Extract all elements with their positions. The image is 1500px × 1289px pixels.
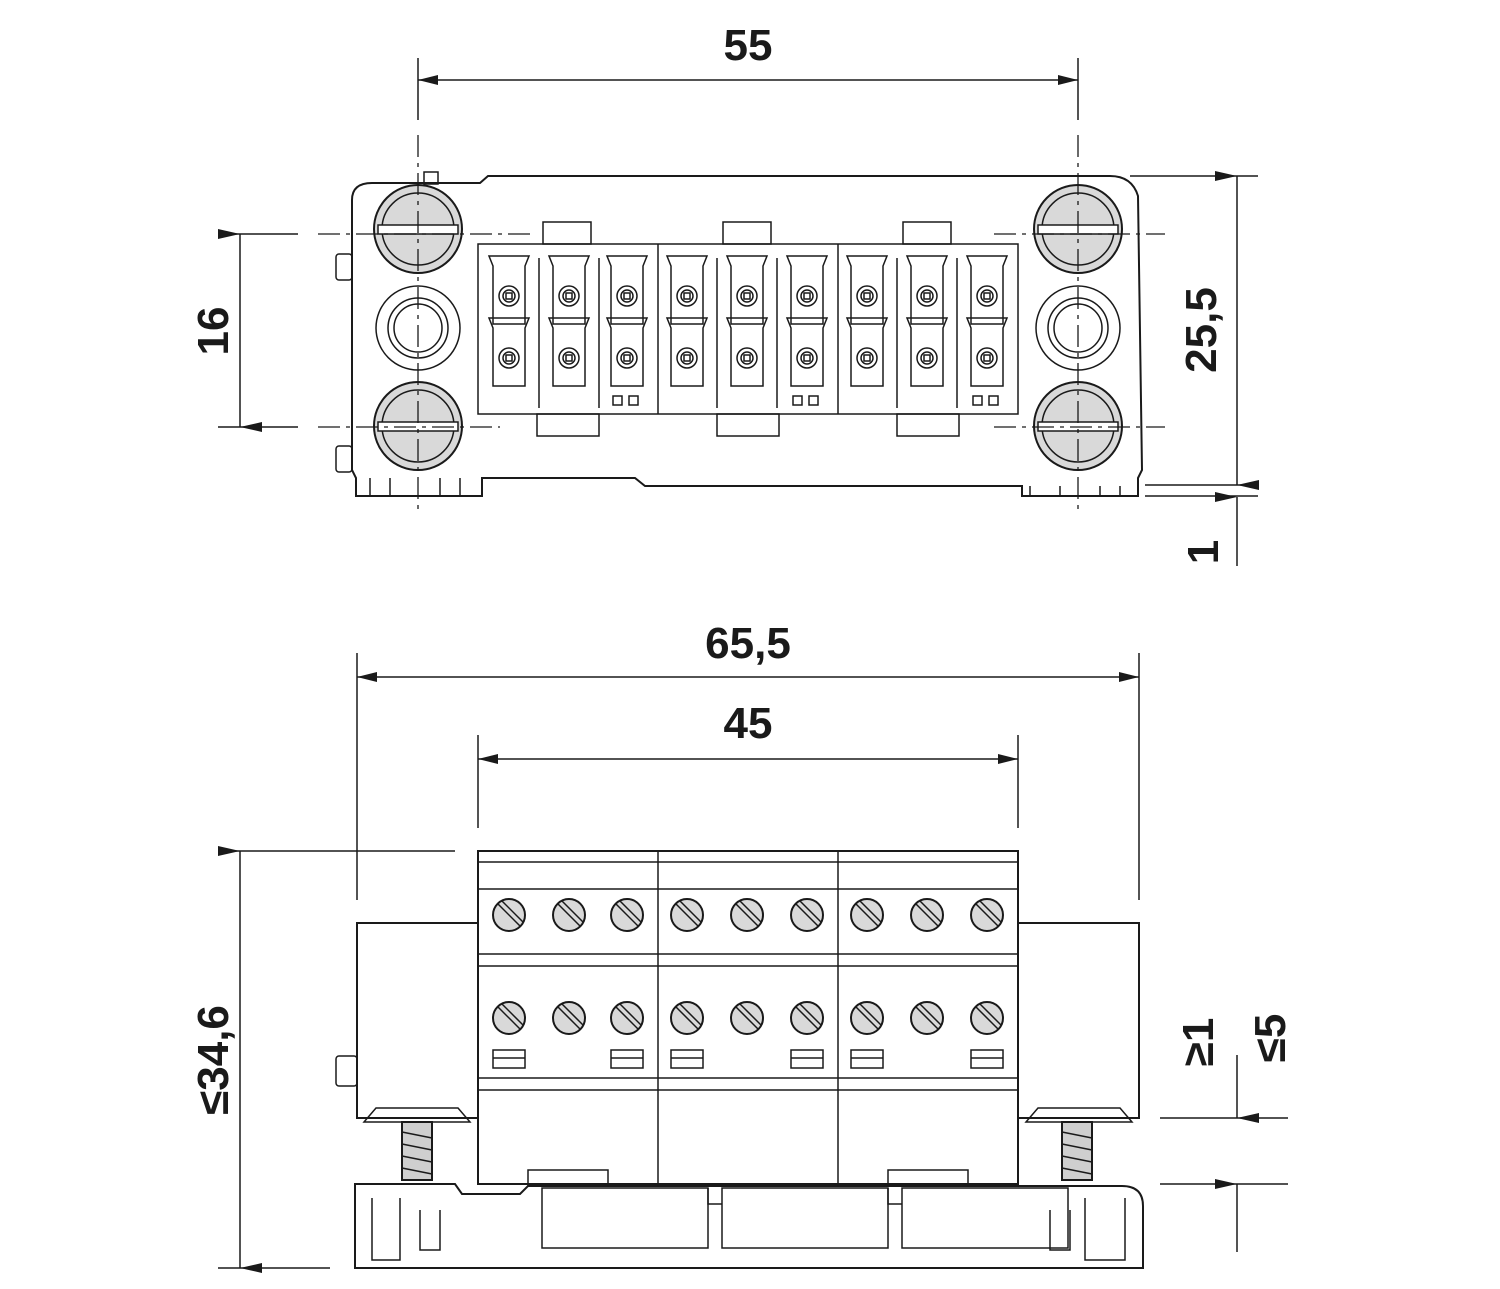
top-terminal-cell [487,317,531,387]
terminal-marker [988,395,999,406]
front-screw [670,1001,704,1035]
base-slot-2 [721,1187,889,1249]
base-slot-3 [901,1187,1069,1249]
top-terminal-cell [905,255,949,325]
front-screw [790,1001,824,1035]
top-clip-1 [542,221,592,245]
front-marker-slot [610,1049,644,1069]
front-screw [790,898,824,932]
dim-label-65-5: 65,5 [705,619,791,668]
terminal-marker [972,395,983,406]
front-screw [970,898,1004,932]
front-marker-slot [492,1049,526,1069]
front-screw [730,1001,764,1035]
top-clip-2 [722,221,772,245]
dim-label-16: 16 [189,307,238,356]
front-right-block [1017,922,1140,1119]
top-terminal-cell [965,317,1009,387]
top-terminal-cell [547,255,591,325]
bottom-foot-left [369,478,461,496]
dim-label-34-6: ≤34,6 [189,1005,238,1115]
front-screw [552,1001,586,1035]
din-rail-base [354,1183,1144,1269]
bottom-clip-2 [716,413,780,437]
bottom-clip-1 [536,413,600,437]
top-terminal-cell [965,255,1009,325]
top-terminal-cell [665,255,709,325]
dim-label-gap-max: ≤5 [1246,1014,1295,1063]
dim-label-25-5: 25,5 [1177,287,1226,373]
left-latch-lower [335,445,353,473]
top-terminal-cell [845,255,889,325]
front-screw [610,1001,644,1035]
dim-label-gap-min: ≥1 [1174,1018,1223,1067]
top-terminal-cell [845,317,889,387]
top-terminal-cell [605,255,649,325]
front-screw [552,898,586,932]
top-terminal-cell [785,255,829,325]
front-screw [670,898,704,932]
left-latch-upper [335,253,353,281]
top-terminal-cell [605,317,649,387]
dim-label-55: 55 [724,21,773,70]
front-view: 65,5 45 ≤34,6 ≥1 ≤5 [189,619,1295,1273]
front-screw [850,898,884,932]
terminal-marker [792,395,803,406]
front-marker-slot [850,1049,884,1069]
top-view: 55 16 25,5 1 [189,21,1259,566]
bottom-foot-right [1029,486,1121,496]
top-clip-3 [902,221,952,245]
front-screw [910,898,944,932]
front-screw [730,898,764,932]
front-screw [492,1001,526,1035]
top-terminal-cell [725,255,769,325]
terminal-marker [808,395,819,406]
dim-label-1: 1 [1179,540,1228,564]
top-terminal-cell [547,317,591,387]
bolt-right [1024,1107,1134,1181]
top-terminal-cell [785,317,829,387]
front-screw [850,1001,884,1035]
base-slot-1 [541,1187,709,1249]
front-marker-slot [790,1049,824,1069]
front-marker-slot [970,1049,1004,1069]
top-view-housing [351,175,1144,497]
bolt-left [362,1107,472,1181]
front-screw [910,1001,944,1035]
terminal-marker [628,395,639,406]
front-screw [970,1001,1004,1035]
front-marker-slot [670,1049,704,1069]
top-view-tab [423,171,439,185]
top-terminal-cell [665,317,709,387]
bottom-clip-3 [896,413,960,437]
base-clip-1 [527,1169,609,1187]
front-screw [610,898,644,932]
front-screw [492,898,526,932]
front-left-block [356,922,479,1119]
front-left-latch [335,1055,358,1087]
top-terminal-cell [725,317,769,387]
base-clip-2 [887,1169,969,1187]
top-terminal-cell [905,317,949,387]
top-terminal-cell [487,255,531,325]
terminal-marker [612,395,623,406]
front-view-screws [492,898,1004,1069]
top-view-terminals [487,255,1009,408]
dim-label-45: 45 [724,699,773,748]
